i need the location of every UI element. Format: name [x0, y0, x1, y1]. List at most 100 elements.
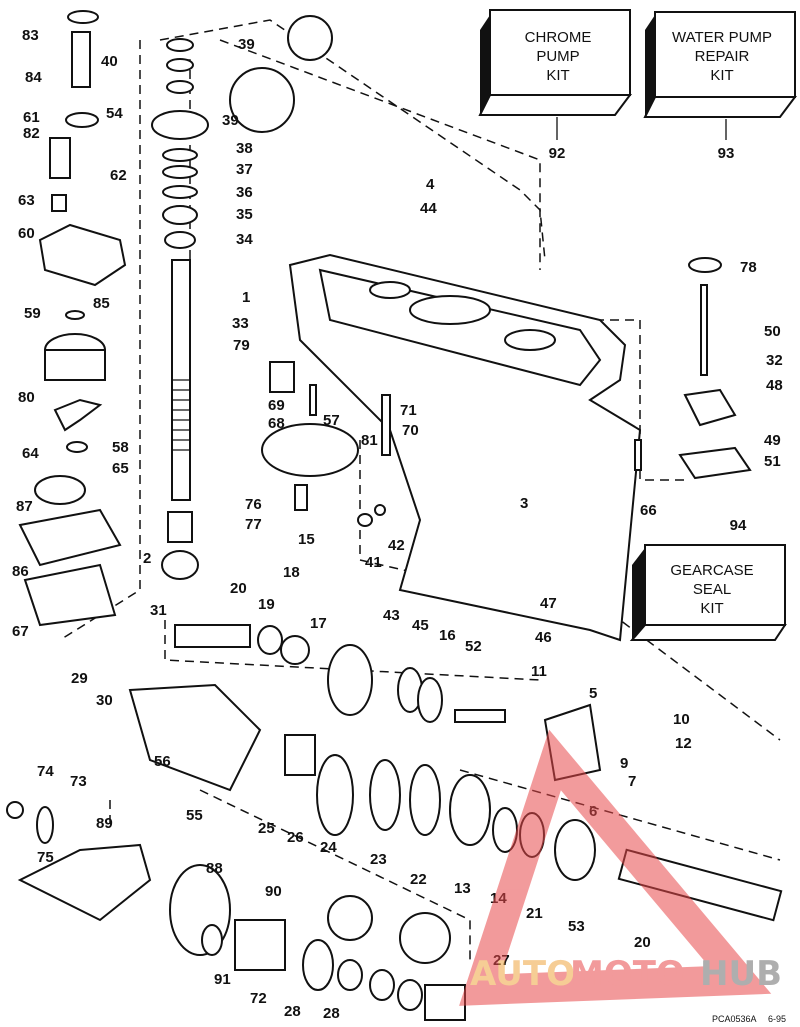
part-label: 56 [154, 753, 171, 770]
part-label: 33 [232, 315, 249, 332]
kit-line: GEARCASE [670, 562, 753, 579]
part-label: 57 [323, 412, 340, 429]
gearcase-housing [288, 253, 642, 642]
part-label: 52 [465, 638, 482, 655]
part-label: 77 [245, 516, 262, 533]
part-label: 42 [388, 537, 405, 554]
part-label: 1 [242, 289, 250, 306]
part-label: 29 [71, 670, 88, 687]
part-label: 4 [426, 176, 435, 193]
part-label: 83 [22, 27, 39, 44]
part-label: 68 [268, 415, 285, 432]
part-label: 34 [236, 231, 253, 248]
part-label: 63 [18, 192, 35, 209]
watermark-hub: HUB [700, 954, 782, 994]
part-label: 15 [298, 531, 315, 548]
kit-line: PUMP [536, 48, 579, 65]
part-label: 47 [540, 595, 557, 612]
part-label: 74 [37, 763, 54, 780]
part-label: 53 [568, 918, 585, 935]
part-label: 58 [112, 439, 129, 456]
part-label: 38 [236, 140, 253, 157]
part-label: 82 [23, 125, 40, 142]
part-label: 62 [110, 167, 127, 184]
part-label: 24 [320, 839, 337, 856]
part-label: 41 [365, 554, 382, 571]
part-label: 44 [420, 200, 437, 217]
part-label: 35 [236, 206, 253, 223]
part-label: 65 [112, 460, 129, 477]
part-label: 3 [520, 495, 528, 512]
part-label: 28 [284, 1003, 301, 1020]
part-label: 76 [245, 496, 262, 513]
part-label: 49 [764, 432, 781, 449]
trim-tab-anode [261, 361, 391, 527]
kit-box-chrome-pump: CHROME PUMP KIT 92 [478, 9, 632, 162]
part-labels: 83 84 40 39 39 54 61 82 38 37 36 35 34 6… [12, 27, 783, 1022]
part-label: 13 [454, 880, 471, 897]
part-label: 28 [323, 1005, 340, 1022]
part-label: 89 [96, 815, 113, 832]
kit-line: KIT [700, 600, 723, 617]
part-label: 45 [412, 617, 429, 634]
part-label: 61 [23, 109, 40, 126]
part-label: 40 [101, 53, 118, 70]
part-label: 50 [764, 323, 781, 340]
part-label: 70 [402, 422, 419, 439]
shift-linkage [634, 257, 752, 480]
part-label: 80 [18, 389, 35, 406]
part-label: 91 [214, 971, 231, 988]
part-label: 11 [531, 663, 547, 680]
part-label: 93 [718, 145, 735, 162]
part-label: 64 [22, 445, 39, 462]
part-label: 86 [12, 563, 29, 580]
part-label: 87 [16, 498, 33, 515]
part-label: 48 [766, 377, 783, 394]
part-label: 85 [93, 295, 110, 312]
part-label: 75 [37, 849, 54, 866]
part-label: 9 [620, 755, 628, 772]
part-label: 37 [236, 161, 253, 178]
watermark-moto: MOTO [570, 954, 685, 994]
part-label: 69 [268, 397, 285, 414]
watermark: AUTO MOTO HUB [459, 729, 782, 1006]
part-label: 25 [258, 820, 275, 837]
part-label: 22 [410, 871, 427, 888]
part-label: 31 [150, 602, 167, 619]
part-label: 21 [526, 905, 543, 922]
part-label: 55 [186, 807, 203, 824]
detail-callouts [229, 15, 333, 133]
watermark-auto: AUTO [470, 954, 575, 994]
part-label: 17 [310, 615, 327, 632]
part-label: 81 [361, 432, 378, 449]
part-label: 2 [143, 550, 151, 567]
part-label: 36 [236, 184, 253, 201]
part-label: 20 [634, 934, 651, 951]
part-label: 79 [233, 337, 250, 354]
part-label: 18 [283, 564, 300, 581]
kit-box-gearcase-seal: GEARCASE SEAL KIT 94 [629, 517, 787, 641]
part-label: 12 [675, 735, 692, 752]
drawing-code: PCA0536A [712, 1014, 757, 1024]
part-label: 46 [535, 629, 552, 646]
kit-line: KIT [710, 67, 733, 84]
part-label: 72 [250, 990, 267, 1007]
part-label: 84 [25, 69, 42, 86]
part-label: 71 [400, 402, 417, 419]
part-label: 19 [258, 596, 275, 613]
part-label: 26 [287, 829, 304, 846]
part-label: 43 [383, 607, 400, 624]
kit-line: KIT [546, 67, 569, 84]
part-label: 92 [549, 145, 566, 162]
part-label: 20 [230, 580, 247, 597]
kit-box-water-pump-repair: WATER PUMP REPAIR KIT 93 [643, 11, 797, 162]
part-label: 73 [70, 773, 87, 790]
kit-line: WATER PUMP [672, 29, 772, 46]
part-label: 23 [370, 851, 387, 868]
part-label: 78 [740, 259, 757, 276]
kit-line: CHROME [525, 29, 592, 46]
part-label: 16 [439, 627, 456, 644]
drawing-date: 6-95 [768, 1014, 786, 1024]
part-label: 67 [12, 623, 29, 640]
